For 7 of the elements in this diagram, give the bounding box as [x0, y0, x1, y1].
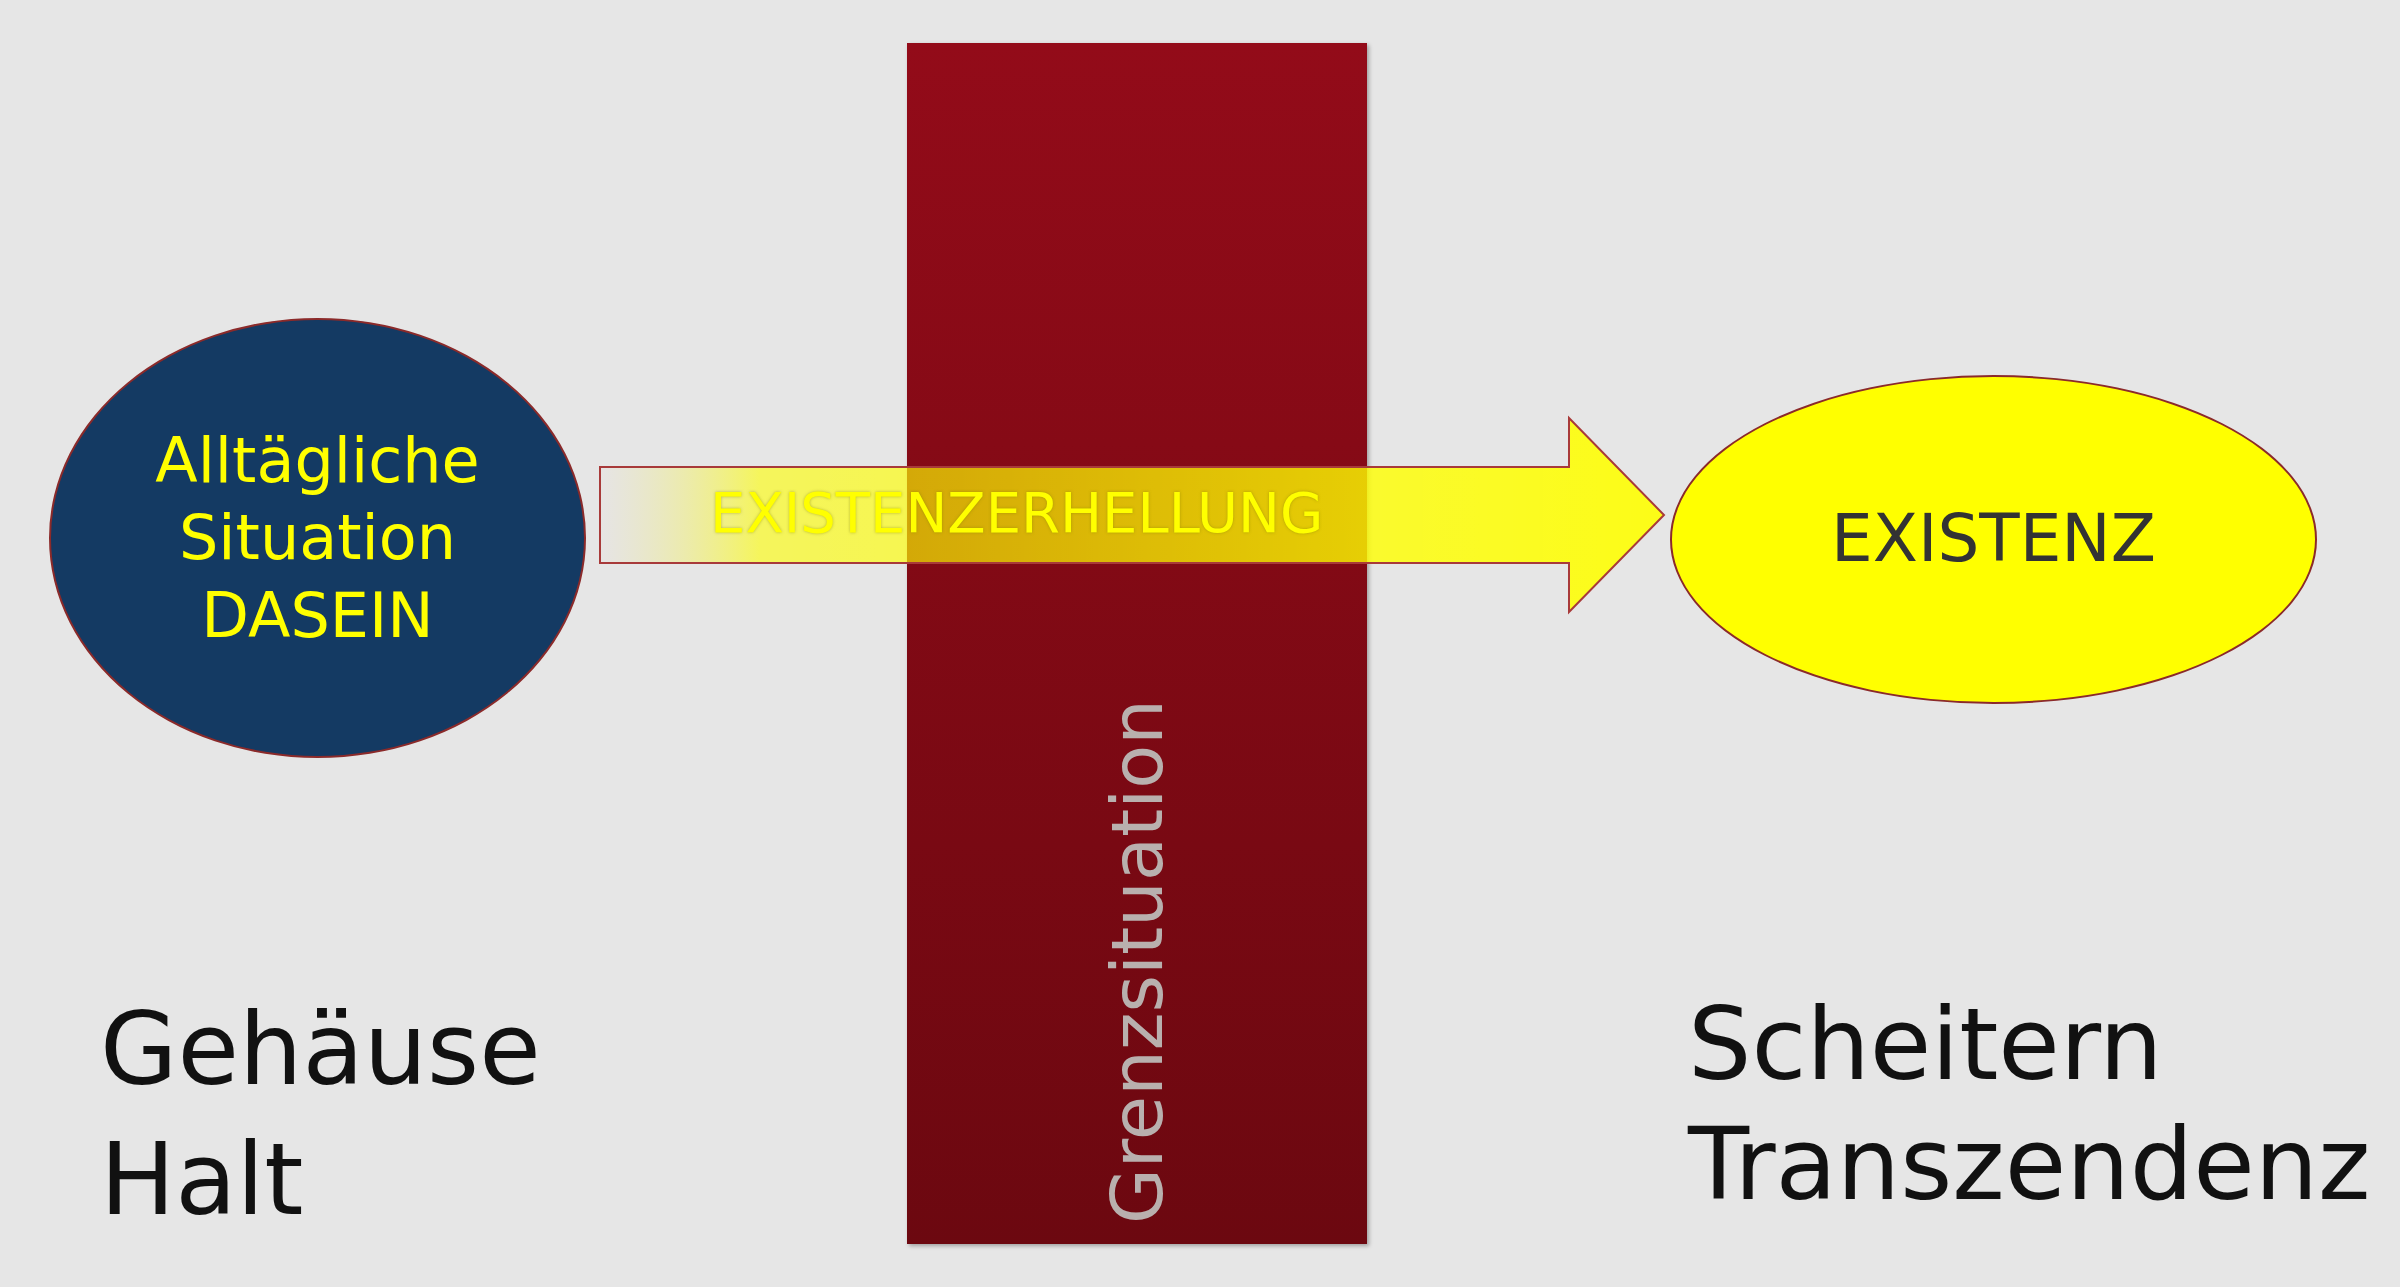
label-text: Gehäuse [100, 1000, 541, 1100]
node-text: Alltägliche Situation DASEIN [154, 422, 481, 654]
node-text: EXISTENZ [1831, 499, 2156, 580]
label-text: Halt [100, 1130, 304, 1230]
label-text: Scheitern [1688, 995, 2163, 1095]
node-text: Grenzsituation [1094, 699, 1180, 1224]
label-text: Transzendenz [1688, 1115, 2371, 1215]
